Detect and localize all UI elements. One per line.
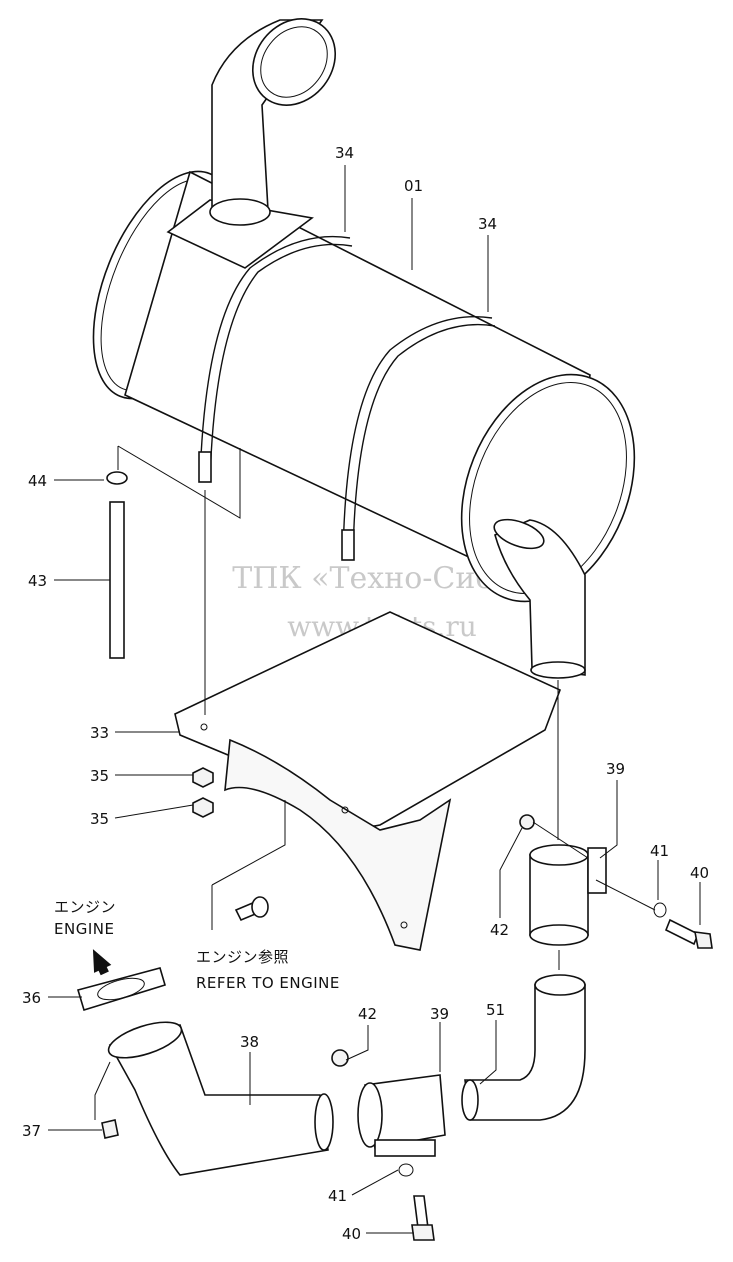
engine-arrow-icon [92,949,112,976]
label-35-top: 35 [90,767,109,785]
label-37: 37 [22,1122,41,1140]
leader-lines [48,165,701,1234]
label-39-upper: 39 [606,760,625,778]
label-40-lower: 40 [342,1225,361,1243]
label-42-lower: 42 [358,1005,377,1023]
hose-leader-line [117,445,241,519]
engine-ref-leader [211,800,286,930]
label-01: 01 [404,177,423,195]
label-51: 51 [486,1001,505,1019]
label-41-lower: 41 [328,1187,347,1205]
nut-42-lower [331,1049,349,1067]
label-38: 38 [240,1033,259,1051]
label-40-upper: 40 [690,864,709,882]
label-41-upper: 41 [650,842,669,860]
muffler [92,18,636,679]
bracket [174,611,562,951]
engine-ref-bolt [234,896,269,922]
label-34-right: 34 [478,215,497,233]
clamp-lower [357,1074,446,1157]
washer-41-upper [653,902,667,918]
exhaust-pipe [107,1021,334,1176]
washer-41-lower [398,1163,414,1177]
elbow-pipe [461,974,586,1121]
label-33: 33 [90,724,109,742]
watermark-line1: ТПК «Техно-Сиб» [232,561,512,596]
note-refer-jp: エンジン参照 [196,948,289,966]
nut-35-upper [192,767,214,788]
label-39-lower: 39 [430,1005,449,1023]
bolt-40-upper [664,918,713,949]
label-35-bottom: 35 [90,810,109,828]
hose [106,471,128,659]
label-43: 43 [28,572,47,590]
clamp-upper [529,844,607,946]
nut-35-lower [192,797,214,818]
note-engine-jp: エンジン [54,898,116,916]
stud-nut-37 [101,1119,119,1139]
note-engine-en: ENGINE [54,920,114,938]
note-refer-en: REFER TO ENGINE [196,974,340,992]
gasket [76,967,166,1012]
label-44: 44 [28,472,47,490]
label-36: 36 [22,989,41,1007]
label-42-upper: 42 [490,921,509,939]
label-34-left: 34 [335,144,354,162]
bolt-40-lower [411,1195,435,1241]
nut-42-upper [519,814,535,830]
